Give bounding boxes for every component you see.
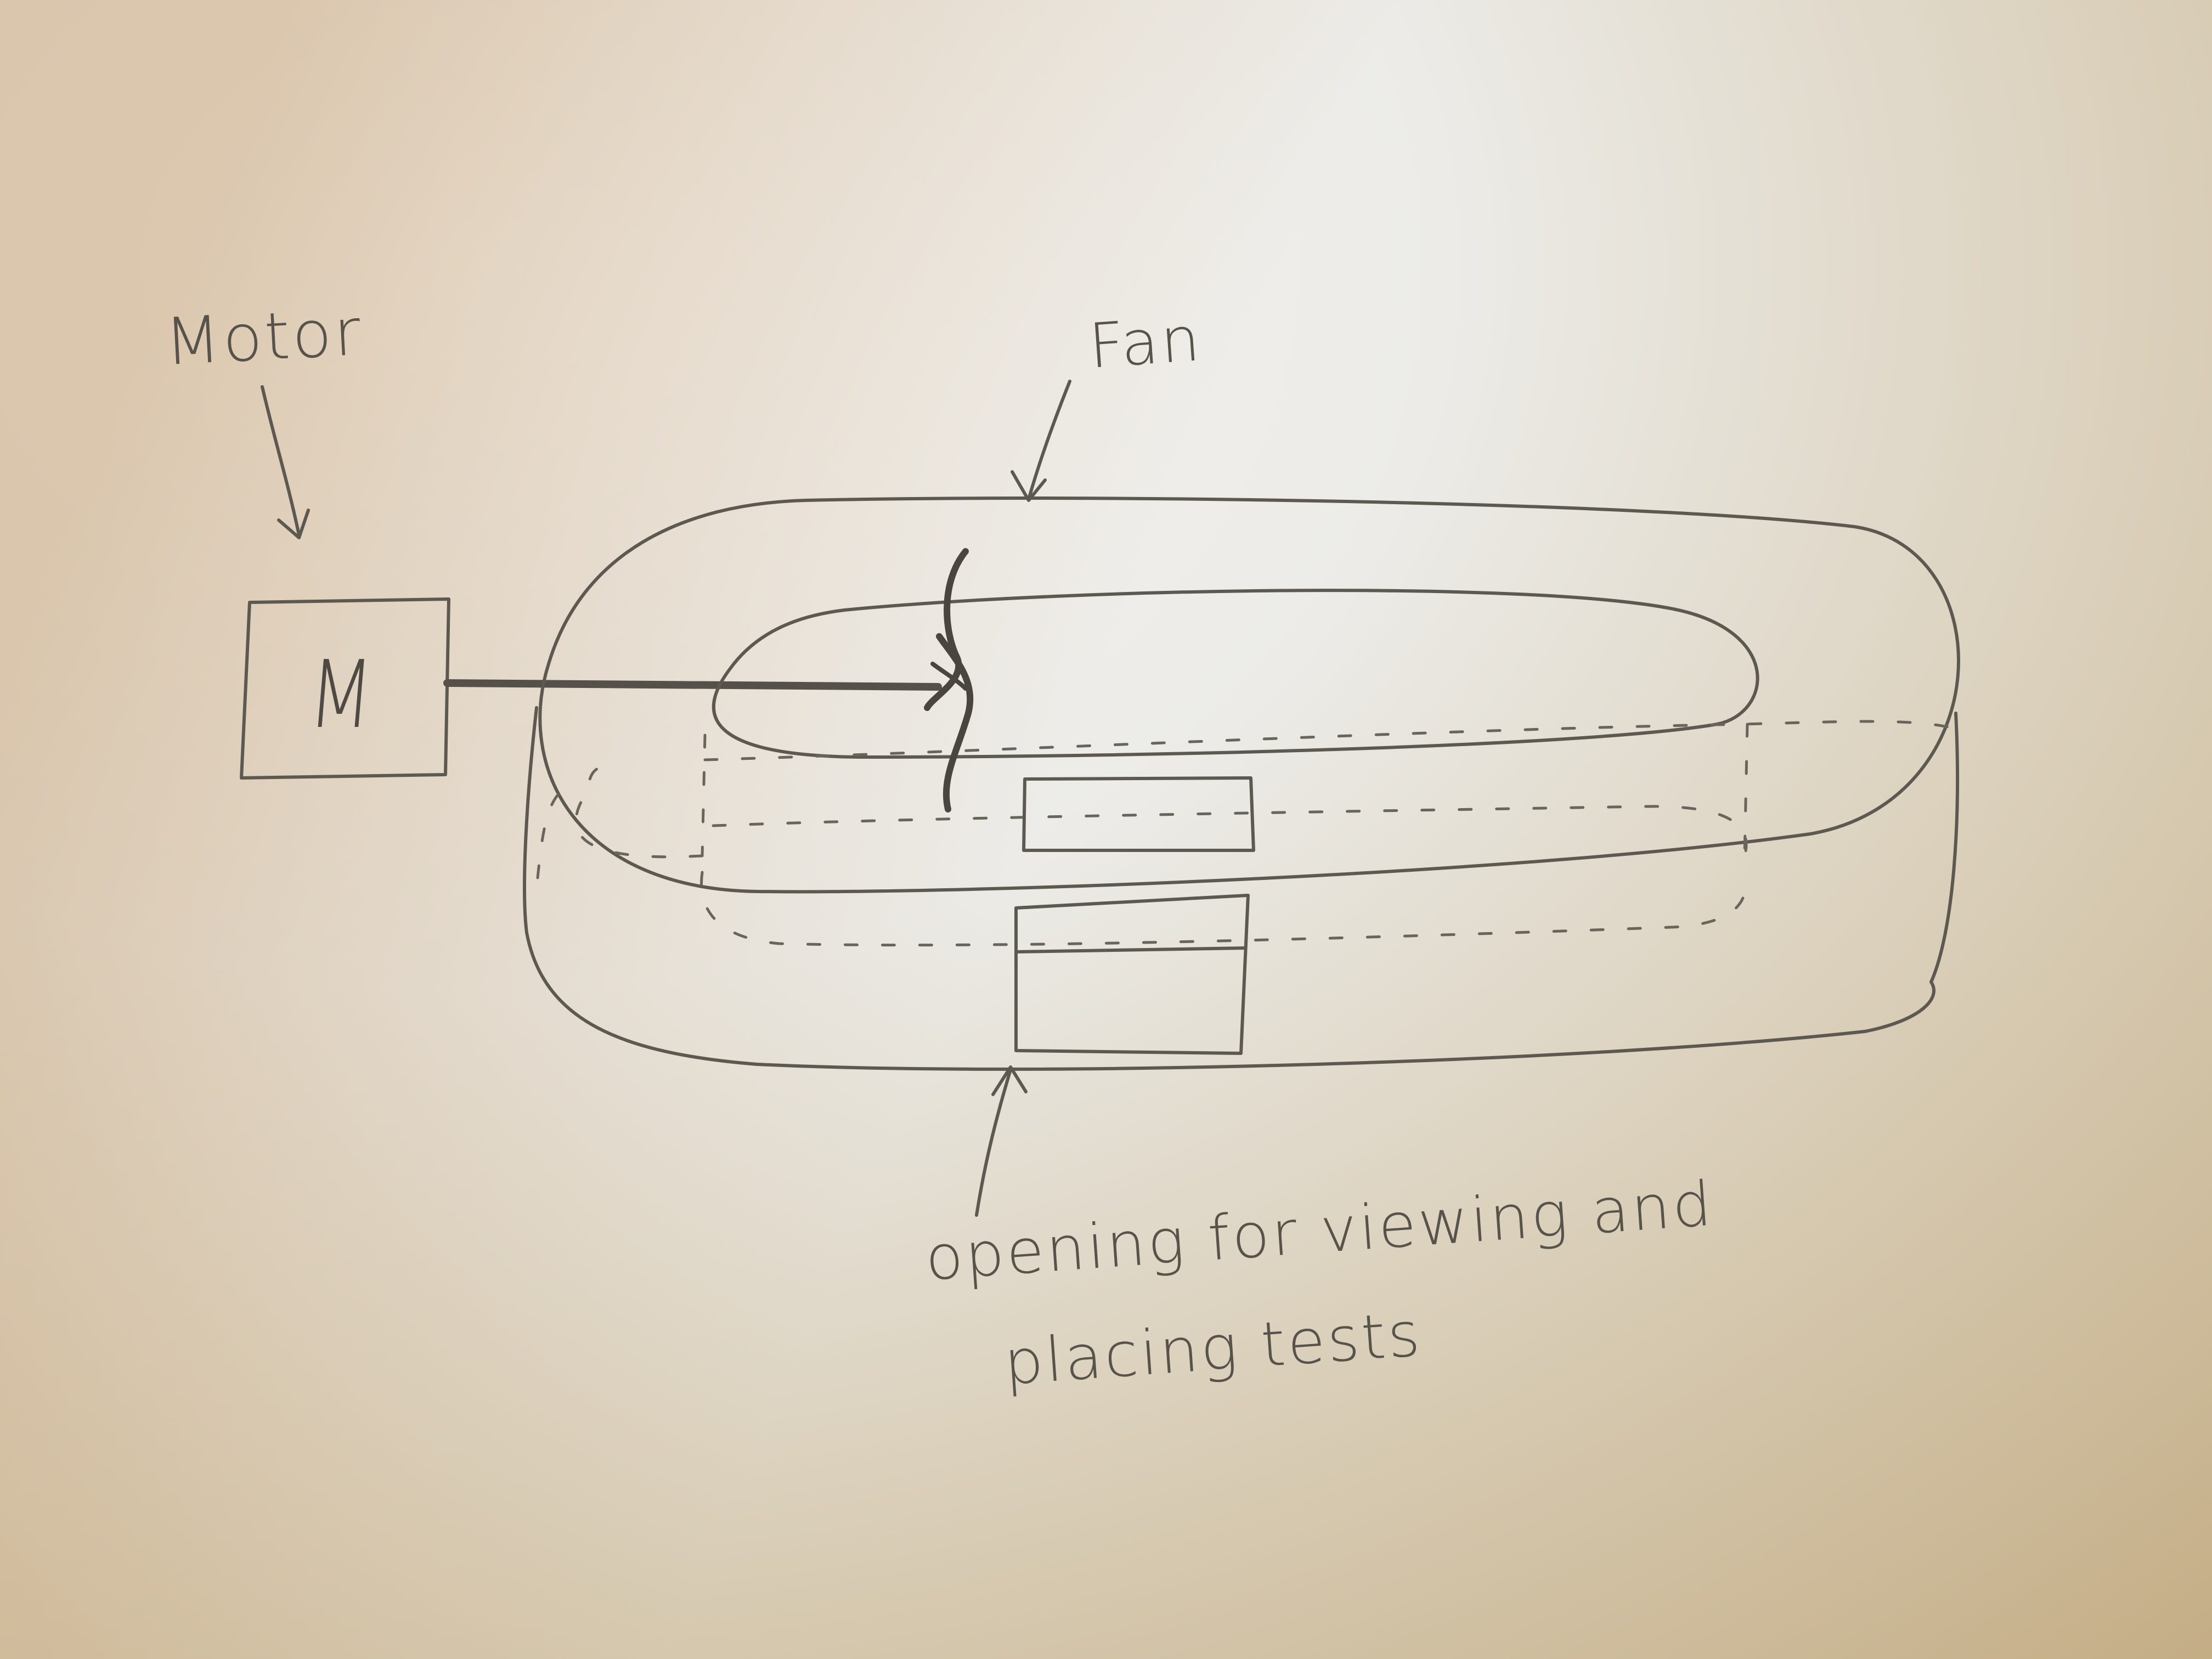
fan-label: Fan — [1087, 303, 1204, 382]
motor-letter: M — [304, 641, 377, 749]
motor-label: Motor — [163, 294, 365, 380]
drive-shaft — [447, 683, 938, 687]
